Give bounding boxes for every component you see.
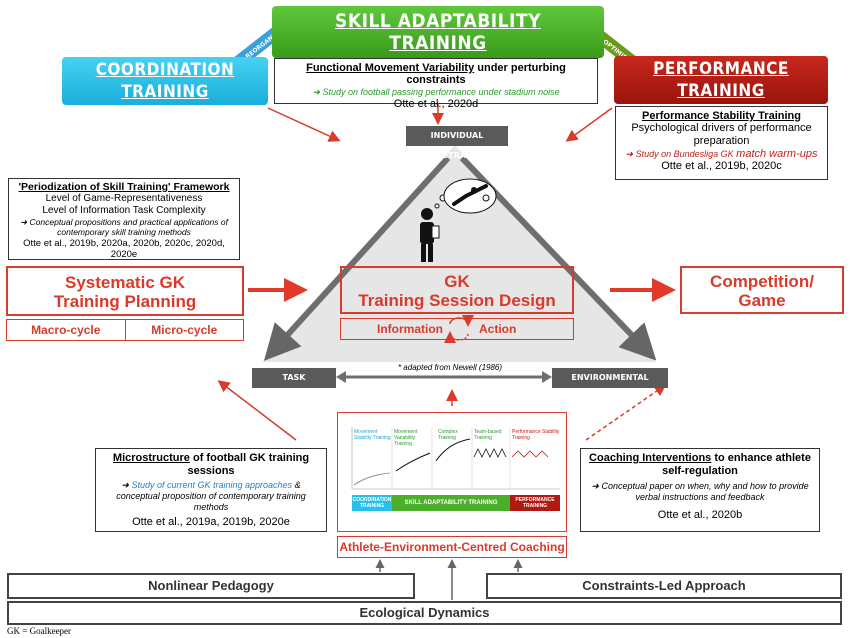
- arrow-right-icon: ➜: [20, 217, 28, 227]
- constraints-led-approach-box: Constraints-Led Approach: [486, 573, 842, 599]
- pst-body: Psychological drivers of performance pre…: [631, 122, 812, 147]
- training-planning-box: Systematic GK Training Planning: [6, 266, 244, 316]
- nonlinear-pedagogy-box: Nonlinear Pedagogy: [7, 573, 415, 599]
- cycle-row: Macro-cycle Micro-cycle: [6, 319, 244, 341]
- pst-study-b: match warm-ups: [736, 148, 818, 160]
- newell-note: * adapted from Newell (1986): [397, 363, 503, 372]
- mini-col3: Complex Training: [438, 429, 458, 441]
- arrow-right-icon: ➜: [625, 149, 634, 159]
- arrow-right-icon: ➜: [121, 480, 129, 490]
- coach-title-rest: to enhance athlete self-regulation: [662, 452, 811, 477]
- constraints-triangle: [262, 145, 656, 362]
- micro-cycle-label: Micro-cycle: [151, 323, 218, 337]
- pst-title: Performance Stability Training: [642, 110, 801, 122]
- periodization-mini-figure: Movement Stability Training Movement Var…: [337, 412, 567, 532]
- fmv-title-underlined: Functional Movement Variability: [306, 62, 475, 74]
- mini-col4: Team-based Training: [474, 429, 502, 441]
- information-action-row: Information Action: [340, 318, 574, 340]
- performance-banner: PERFORMANCE TRAINING: [614, 56, 828, 104]
- micro-title-underlined: Microstructure: [112, 452, 190, 464]
- coach-ref: Otte et al., 2020b: [657, 509, 743, 521]
- individual-constraints-tag: INDIVIDUAL CONSTRAINTS*: [406, 126, 508, 160]
- mini-figure-chart: [351, 427, 560, 511]
- coach-study: Conceptual paper on when, why and how to…: [601, 481, 809, 502]
- period-ref: Otte et al., 2019b, 2020a, 2020b, 2020c,…: [23, 238, 225, 260]
- mini-band-perf: PERFORMANCE TRAINING: [515, 497, 555, 509]
- information-label: Information: [377, 322, 443, 336]
- coordination-banner: COORDINATION TRAINING: [62, 57, 268, 105]
- micro-title-rest: of football GK training sessions: [187, 452, 310, 477]
- fmv-ref: Otte et al., 2020d: [393, 98, 479, 110]
- mini-band-coord: COORDINATION TRAINING: [352, 497, 392, 509]
- coaching-interventions-box: Coaching Interventions to enhance athlet…: [580, 448, 820, 532]
- period-line2: Level of Information Task Complexity: [42, 205, 206, 216]
- mini-band-skill: SKILL ADAPTABILITY TRAINING: [404, 500, 498, 506]
- microstructure-box: Microstructure of football GK training s…: [95, 448, 327, 532]
- coach-title-underlined: Coaching Interventions: [589, 452, 712, 464]
- arrow-right-icon: ➜: [591, 481, 599, 491]
- micro-study-b: & conceptual proposition of contemporary…: [116, 480, 306, 512]
- mini-col2: Movement Variability Training: [394, 429, 418, 447]
- periodization-framework-box: 'Periodization of Skill Training' Framew…: [8, 178, 240, 260]
- performance-stability-box: Performance Stability Training Psycholog…: [615, 106, 828, 180]
- aecc-box: Athlete-Environment-Centred Coaching: [337, 536, 567, 558]
- macro-cycle-label: Macro-cycle: [7, 320, 126, 340]
- mini-col1: Movement Stability Training: [354, 429, 391, 441]
- period-title: 'Periodization of Skill Training' Framew…: [18, 181, 230, 193]
- period-line1: Level of Game-Representativeness: [45, 193, 203, 204]
- fmv-title-rest: under perturbing constraints: [406, 62, 566, 86]
- pst-ref: Otte et al., 2019b, 2020c: [661, 160, 782, 172]
- arrow-right-icon: ➜: [312, 87, 320, 97]
- ecological-dynamics-box: Ecological Dynamics: [7, 601, 842, 625]
- environmental-constraints-tag: ENVIRONMENTAL CONSTRAINTS*: [552, 368, 668, 402]
- micro-study-a: Study of current GK training approaches: [131, 480, 293, 490]
- action-label: Action: [479, 322, 517, 336]
- session-design-box: GK Training Session Design: [340, 266, 574, 314]
- pst-study-a: Study on Bundesliga GK: [635, 149, 737, 159]
- period-study: Conceptual propositions and practical ap…: [29, 217, 228, 237]
- micro-ref: Otte et al., 2019a, 2019b, 2020e: [132, 516, 290, 528]
- fmv-study: Study on football passing performance un…: [322, 87, 560, 97]
- goalkeeper-figure-icon: [420, 208, 440, 262]
- footnote: GK = Goalkeeper: [7, 626, 72, 636]
- functional-movement-variability-box: Functional Movement Variability under pe…: [274, 58, 598, 110]
- skill-adaptability-banner: SKILL ADAPTABILITY TRAINING: [272, 6, 604, 58]
- competition-box: Competition/ Game: [680, 266, 844, 314]
- task-constraints-tag: TASK CONSTRAINTS*: [252, 368, 336, 402]
- mini-col5: Performance Stability Training: [512, 429, 560, 441]
- thought-bubble-icon: [434, 178, 497, 214]
